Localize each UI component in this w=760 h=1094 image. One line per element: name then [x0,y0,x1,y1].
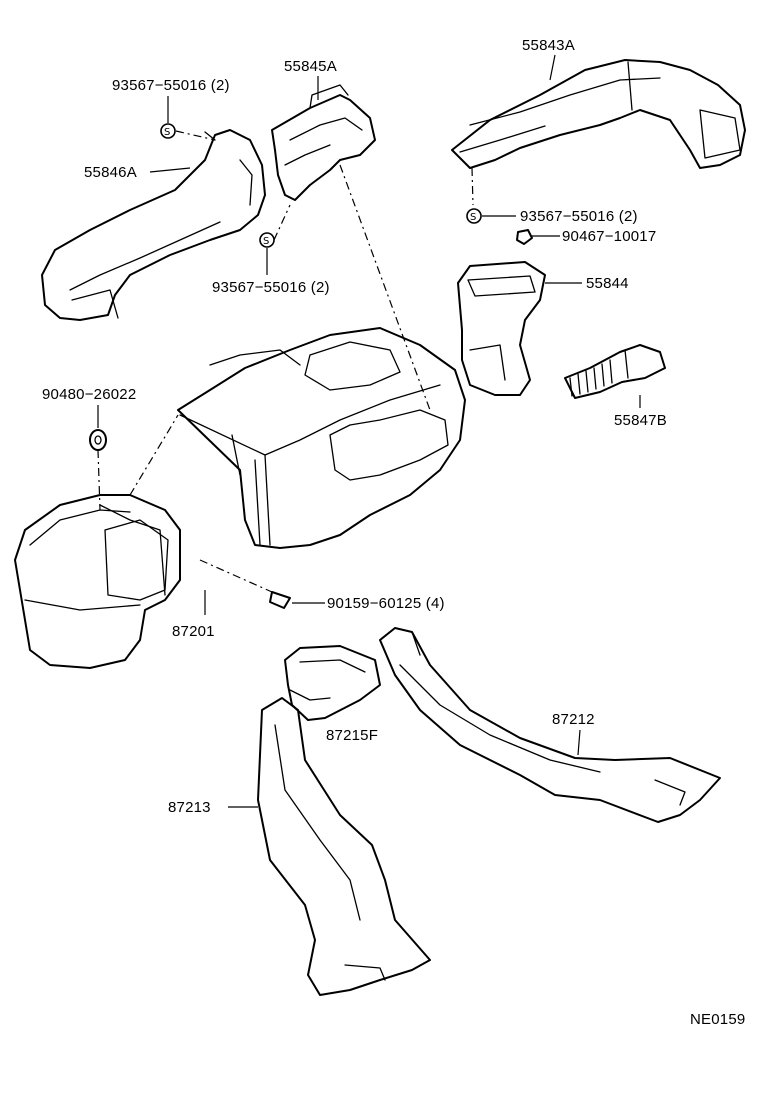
label-90467: 90467−10017 [562,228,656,245]
duct-87213[interactable] [257,697,431,996]
clip-s-right: S [466,208,482,224]
vent-55844[interactable] [457,261,546,396]
label-87212: 87212 [552,711,595,728]
clip-s-lower-left: S [259,232,275,248]
label-87215F: 87215F [326,727,378,744]
label-55845A: 55845A [284,58,337,75]
duct-87215F[interactable] [284,645,381,721]
label-93567-right: 93567−55016 (2) [520,208,638,225]
label-55847B: 55847B [614,412,667,429]
label-93567-upper-left: 93567−55016 (2) [112,77,230,94]
nut-90467-icon [516,229,533,245]
label-55843A: 55843A [522,37,575,54]
label-55846A: 55846A [84,164,137,181]
drawing-code: NE0159 [690,1011,745,1028]
label-90480: 90480−26022 [42,386,136,403]
hose-55847B[interactable] [564,344,666,399]
label-87213: 87213 [168,799,211,816]
bracket-55845A[interactable] [271,84,376,201]
clip-s-upper-left: S [160,123,176,139]
svg-text:S: S [470,212,476,223]
label-93567-lower-left: 93567−55016 (2) [212,279,330,296]
heater-unit[interactable] [177,327,466,549]
svg-text:S: S [164,127,170,138]
screw-90159-icon [269,591,291,609]
label-87201: 87201 [172,623,215,640]
svg-text:S: S [263,236,269,247]
duct-55846A[interactable] [41,129,266,321]
duct-87212[interactable] [379,627,721,823]
duct-55843A[interactable] [451,59,746,169]
grommet-90480-icon [89,429,107,451]
label-90159: 90159−60125 (4) [327,595,445,612]
label-55844: 55844 [586,275,629,292]
blower-87201[interactable] [14,494,181,669]
